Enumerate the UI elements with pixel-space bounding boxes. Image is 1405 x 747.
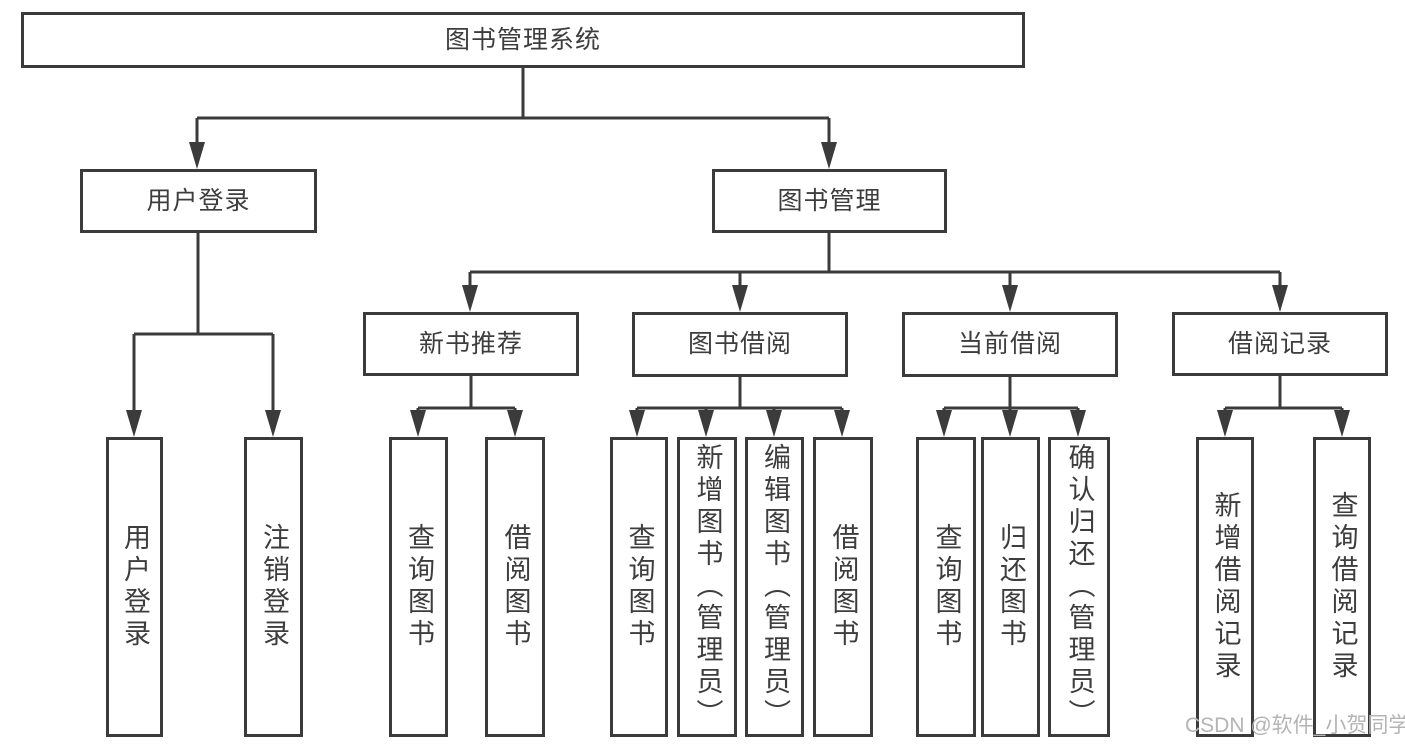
node-label-leaf-add-book-admin: 新增图书（管理员） [692,443,723,731]
node-label-book-management: 图书管理 [777,186,882,215]
arrowhead-down-icon [732,285,748,312]
node-leaf-query-books-borrowing: 查询图书 [610,437,668,737]
node-book-borrowing: 图书借阅 [632,312,848,377]
arrowhead-down-icon [1272,285,1288,312]
arrowhead-down-icon [834,410,850,437]
node-current-borrowing: 当前借阅 [902,312,1118,377]
arrowhead-down-icon [507,410,523,437]
node-user-login: 用户登录 [80,169,317,233]
arrowhead-down-icon [410,410,426,437]
arrowhead-down-icon [821,142,837,169]
node-label-leaf-edit-book-admin: 编辑图书（管理员） [760,443,790,731]
arrowhead-down-icon [1334,410,1350,437]
node-leaf-add-book-admin: 新增图书（管理员） [677,437,737,737]
node-label-new-book-recommendation: 新书推荐 [418,329,523,358]
node-leaf-query-books-recommend: 查询图书 [389,437,448,737]
arrowhead-down-icon [126,410,142,437]
node-leaf-logout: 注销登录 [244,437,303,737]
node-label-leaf-logout: 注销登录 [259,523,289,651]
node-leaf-user-login: 用户登录 [106,437,163,737]
node-label-leaf-borrow-books-borrowing: 借阅图书 [828,523,859,651]
arrowhead-down-icon [1070,410,1086,437]
node-label-leaf-query-books-current: 查询图书 [931,523,962,651]
node-label-leaf-confirm-return-admin: 确认归还（管理员） [1064,443,1095,731]
node-leaf-return-books: 归还图书 [981,437,1040,737]
arrowhead-down-icon [936,410,952,437]
node-leaf-add-borrow-record: 新增借阅记录 [1196,437,1254,737]
node-label-user-login: 用户登录 [146,186,251,215]
node-label-leaf-query-books-borrowing: 查询图书 [624,523,655,651]
arrowhead-down-icon [1002,285,1018,312]
csdn-watermark: CSDN @软件_小贺同学 [1185,714,1405,737]
node-leaf-confirm-return-admin: 确认归还（管理员） [1048,437,1110,737]
arrowhead-down-icon [1217,410,1233,437]
node-leaf-query-books-current: 查询图书 [916,437,976,737]
node-library-management-system: 图书管理系统 [21,12,1025,68]
node-label-current-borrowing: 当前借阅 [957,330,1062,358]
arrowhead-down-icon [462,285,478,312]
node-borrowing-records: 借阅记录 [1172,312,1388,376]
node-leaf-borrow-books-borrowing: 借阅图书 [813,437,873,737]
node-label-leaf-add-borrow-record: 新增借阅记录 [1210,491,1241,683]
node-book-management: 图书管理 [712,169,947,233]
arrowhead-down-icon [1002,410,1018,437]
node-label-book-borrowing: 图书借阅 [687,330,792,358]
arrowhead-down-icon [766,410,782,437]
node-leaf-edit-book-admin: 编辑图书（管理员） [745,437,804,737]
node-label-leaf-return-books: 归还图书 [996,523,1026,651]
node-new-book-recommendation: 新书推荐 [363,312,579,376]
node-label-leaf-query-borrow-record: 查询借阅记录 [1327,491,1358,683]
arrowhead-down-icon [698,410,714,437]
node-label-leaf-borrow-books-recommend: 借阅图书 [500,523,531,651]
node-label-leaf-user-login: 用户登录 [120,523,150,651]
node-leaf-borrow-books-recommend: 借阅图书 [485,437,545,737]
node-label-library-management-system: 图书管理系统 [444,25,601,54]
arrowhead-down-icon [189,142,205,169]
arrowhead-down-icon [629,410,645,437]
node-label-leaf-query-books-recommend: 查询图书 [404,523,434,651]
arrowhead-down-icon [265,410,281,437]
node-label-borrowing-records: 借阅记录 [1227,329,1332,358]
node-leaf-query-borrow-record: 查询借阅记录 [1313,437,1371,737]
